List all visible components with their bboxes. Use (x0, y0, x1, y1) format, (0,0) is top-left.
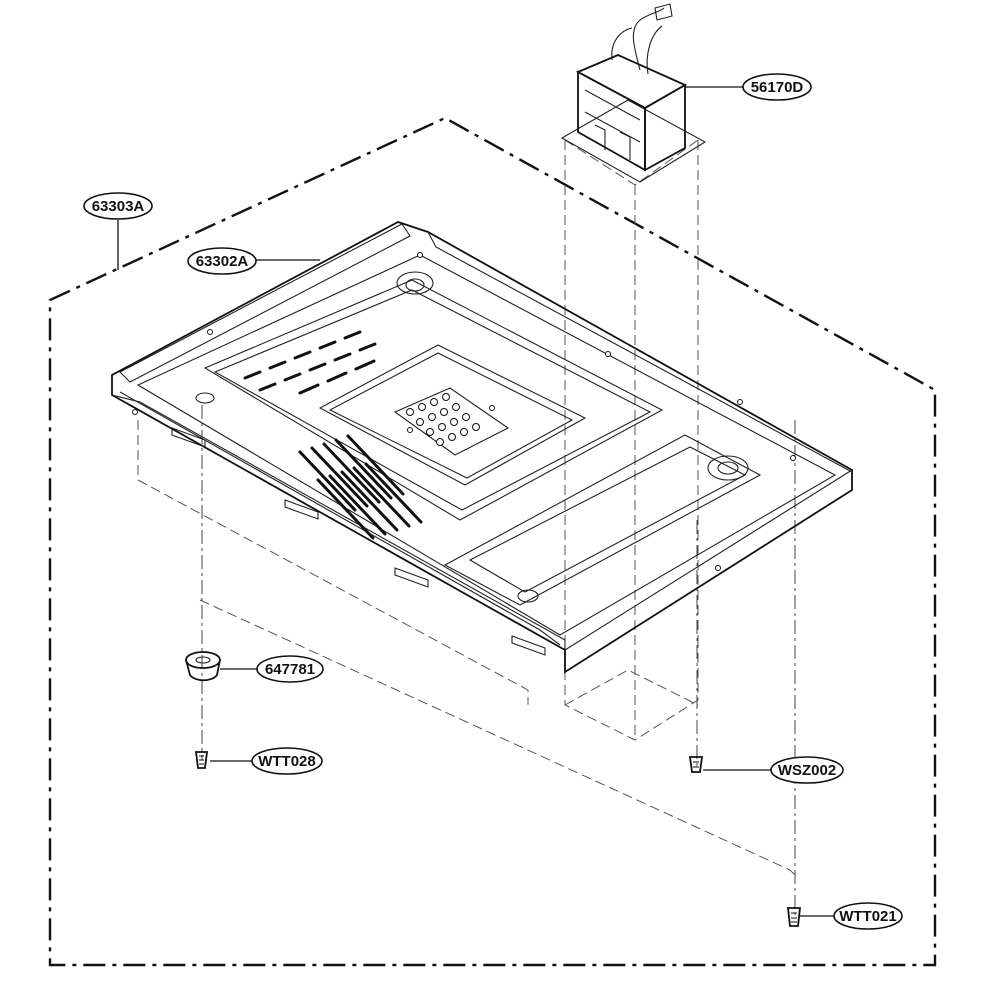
part-label: 63303A (92, 198, 145, 215)
part-label: WSZ002 (778, 762, 836, 779)
transformer-drawing (560, 3, 707, 183)
part-callout-63303A: 63303A (83, 192, 153, 220)
enclosure-outline (48, 116, 937, 967)
part-callout-647781: 647781 (256, 655, 324, 683)
vent-slots-upper (243, 330, 377, 395)
grid-pad (406, 393, 480, 446)
screw-drawings (194, 751, 802, 927)
part-label: WTT021 (839, 908, 897, 925)
part-callout-WTT021: WTT021 (833, 902, 903, 930)
assembly-axis-lines (201, 405, 796, 915)
part-label: 56170D (751, 79, 804, 96)
base-plate-drawing (111, 221, 853, 674)
part-label: WTT028 (258, 753, 316, 770)
vent-slots-lower (298, 434, 423, 540)
foot-drawing (185, 651, 221, 682)
part-label: 647781 (265, 661, 315, 678)
part-label: 63302A (196, 253, 249, 270)
projection-lines (137, 139, 796, 876)
part-callout-56170D: 56170D (742, 73, 812, 101)
part-callout-63302A: 63302A (187, 247, 257, 275)
part-callout-WTT028: WTT028 (251, 747, 323, 775)
leader-lines (117, 86, 835, 917)
part-callout-WSZ002: WSZ002 (770, 756, 844, 784)
